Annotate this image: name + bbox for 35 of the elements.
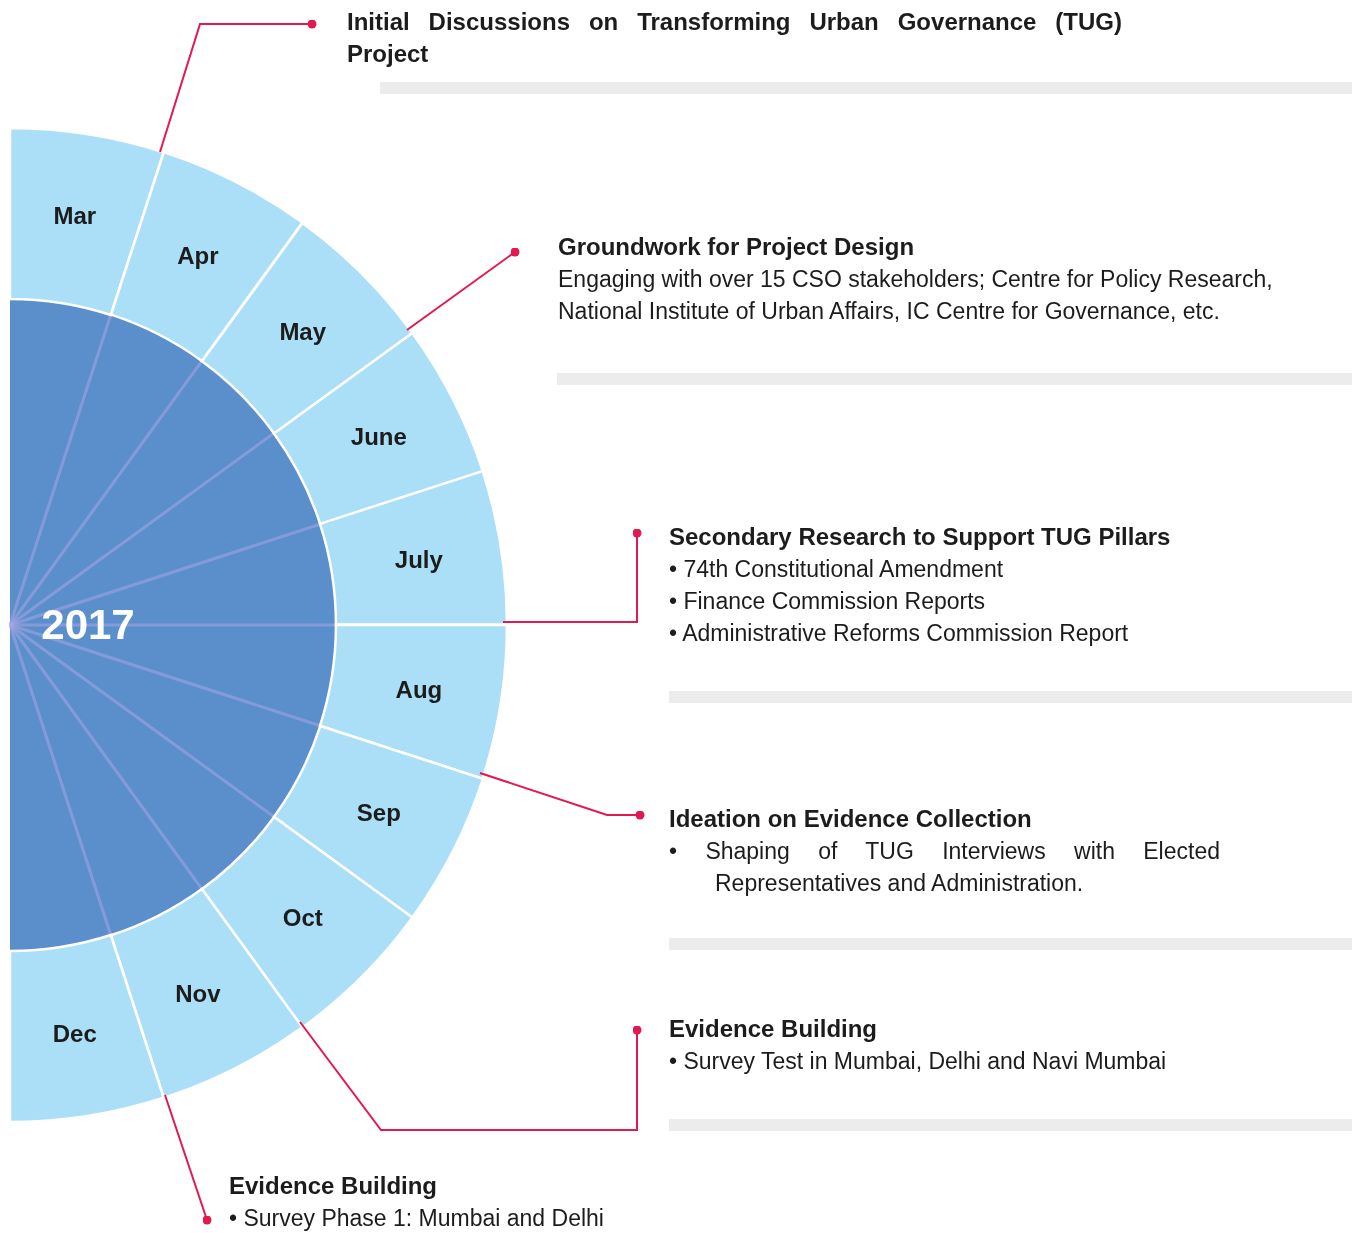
year-label: 2017 xyxy=(41,601,135,649)
month-segment xyxy=(320,471,507,625)
leader-line xyxy=(406,247,520,331)
leader-line xyxy=(164,1094,212,1225)
bullet-item: • Survey Test in Mumbai, Delhi and Navi Mumbai xyxy=(669,1047,1168,1076)
month-label: Oct xyxy=(282,903,323,932)
leader-line xyxy=(502,528,642,623)
milestone-heading: Groundwork for Project Design xyxy=(558,232,916,262)
milestone-heading: Evidence Building xyxy=(229,1171,439,1201)
leader-line xyxy=(159,19,317,153)
bullet-item: • 74th Constitutional Amendment xyxy=(669,555,1005,584)
month-label: Dec xyxy=(52,1019,97,1048)
month-label: July xyxy=(394,546,443,575)
milestone-heading: Initial Discussions on Transforming Urban Governance (TUG) Project xyxy=(347,7,1122,69)
month-label: Sep xyxy=(356,798,401,827)
bullet-item: • Administrative Reforms Commission Report xyxy=(669,619,1130,648)
month-label: Mar xyxy=(53,202,97,231)
month-segment xyxy=(320,625,507,779)
milestone-heading: Secondary Research to Support TUG Pillars xyxy=(669,522,1172,552)
month-label: June xyxy=(350,423,407,452)
month-label: Apr xyxy=(177,242,219,271)
bullet-item: • Finance Commission Reports xyxy=(669,587,987,616)
month-label: Aug xyxy=(395,675,443,704)
leader-line xyxy=(479,772,645,820)
milestone-heading: Evidence Building xyxy=(669,1014,879,1044)
month-segment xyxy=(10,128,164,315)
month-label: Nov xyxy=(175,979,221,1008)
month-segment xyxy=(10,935,164,1122)
milestone-heading: Ideation on Evidence Collection xyxy=(669,804,1033,834)
bullet-item: • Shaping of TUG Interviews with Elected Representatives and Administration. xyxy=(669,837,1220,898)
year-semicircle xyxy=(10,299,336,951)
bullet-item: • Survey Phase 1: Mumbai and Delhi xyxy=(229,1204,605,1233)
milestone-description: Engaging with over 15 CSO stakeholders; Centre for Policy Research, National Institute of Urban Affairs, IC Centre for Governance, etc. xyxy=(558,265,1274,326)
leader-line xyxy=(299,1021,642,1131)
month-label: May xyxy=(279,318,327,347)
